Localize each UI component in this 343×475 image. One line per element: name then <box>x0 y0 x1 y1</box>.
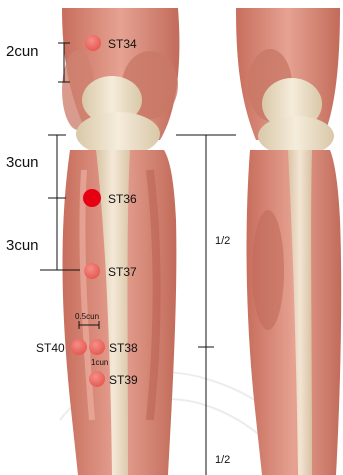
front-leg <box>62 8 179 475</box>
point-st38-dot <box>89 339 105 355</box>
small-width-label: 0.5cun <box>75 313 99 321</box>
point-st37-label: ST37 <box>108 266 137 278</box>
point-st39-dot <box>89 371 105 387</box>
point-st34-label: ST34 <box>108 38 137 50</box>
measure-lower-label: 3cun <box>6 238 39 253</box>
side-leg <box>236 8 341 475</box>
half-top-label: 1/2 <box>215 236 230 247</box>
small-height-label: 1cun <box>91 359 108 367</box>
point-st40-label: ST40 <box>36 342 65 354</box>
point-st34-dot <box>85 35 101 51</box>
measure-lines-half <box>176 135 236 475</box>
point-st36-dot <box>83 189 101 207</box>
measure-upper-label: 2cun <box>6 44 39 59</box>
point-st40-dot <box>71 339 87 355</box>
measure-middle-label: 3cun <box>6 155 39 170</box>
point-st38-label: ST38 <box>109 342 138 354</box>
point-st36-label: ST36 <box>108 193 137 205</box>
point-st39-label: ST39 <box>109 374 138 386</box>
point-st37-dot <box>84 263 100 279</box>
half-bottom-label: 1/2 <box>215 455 230 466</box>
